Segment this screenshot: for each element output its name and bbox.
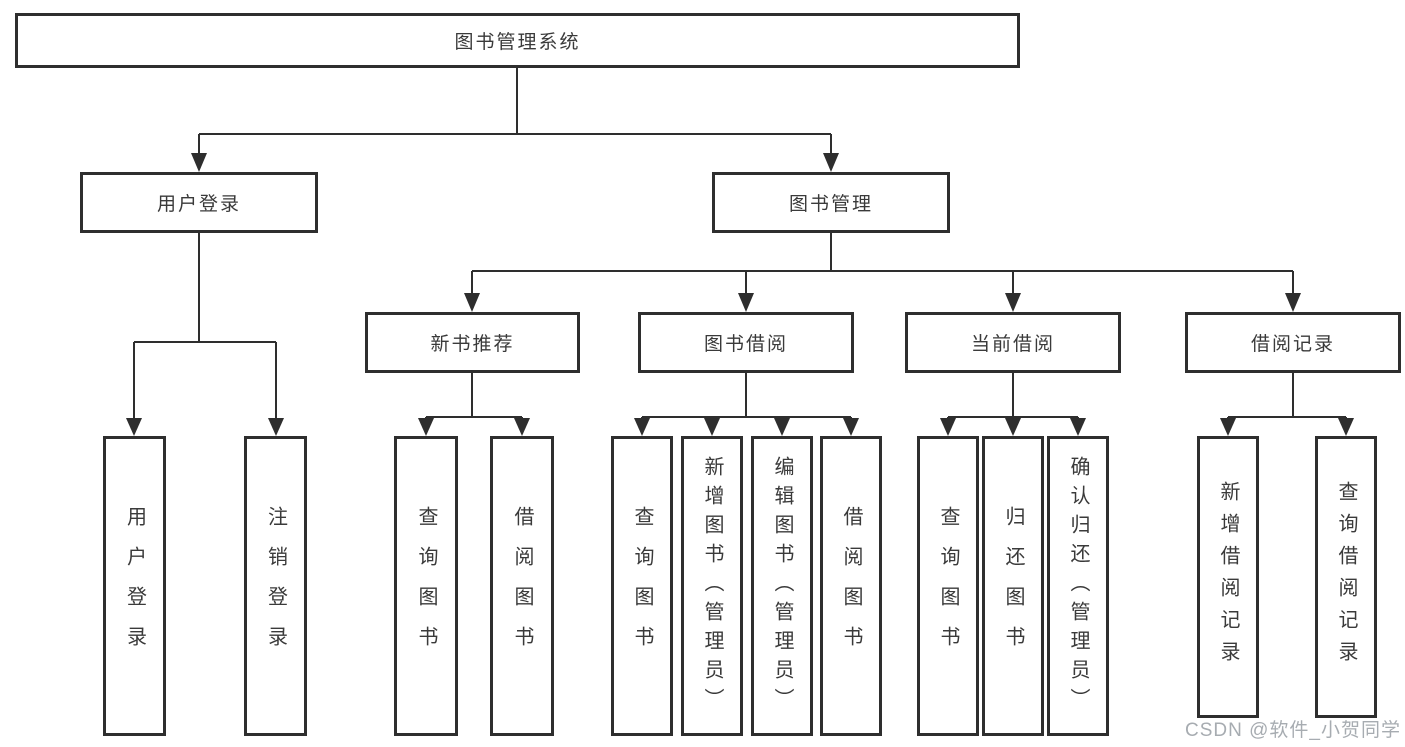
node-new-book-rec: 新书推荐 xyxy=(365,312,580,373)
leaf-record-add: 新增借阅记录 xyxy=(1197,436,1259,718)
connector-user-login xyxy=(126,233,284,436)
connector-root xyxy=(191,68,839,172)
node-current-borrowing: 当前借阅 xyxy=(905,312,1121,373)
leaf-newbook-borrow-label: 借阅图书 xyxy=(511,506,533,666)
leaf-borrowing-borrow: 借阅图书 xyxy=(820,436,882,736)
connector-book-mgmt xyxy=(464,233,1301,312)
leaf-record-query: 查询借阅记录 xyxy=(1315,436,1377,718)
connector-book-borrowing xyxy=(634,373,859,436)
leaf-borrowing-edit: 编辑图书（管理员） xyxy=(751,436,813,736)
leaf-newbook-borrow: 借阅图书 xyxy=(490,436,554,736)
node-book-borrowing: 图书借阅 xyxy=(638,312,854,373)
csdn-watermark: CSDN @软件_小贺同学 xyxy=(1185,720,1401,741)
leaf-borrowing-add: 新增图书（管理员） xyxy=(681,436,743,736)
leaf-record-query-label: 查询借阅记录 xyxy=(1335,481,1357,673)
connector-borrowing-records xyxy=(1220,373,1354,436)
leaf-borrowing-query-label: 查询图书 xyxy=(631,506,653,666)
leaf-current-confirm: 确认归还（管理员） xyxy=(1047,436,1109,736)
leaf-borrowing-add-label: 新增图书（管理员） xyxy=(701,455,723,717)
connector-new-book-rec xyxy=(418,373,530,436)
leaf-current-confirm-label: 确认归还（管理员） xyxy=(1067,455,1089,717)
leaf-borrowing-edit-label: 编辑图书（管理员） xyxy=(771,455,793,717)
leaf-logout-label: 注销登录 xyxy=(264,506,287,666)
leaf-current-return-label: 归还图书 xyxy=(1002,506,1024,666)
node-user-login-label: 用户登录 xyxy=(156,194,241,215)
node-borrowing-records: 借阅记录 xyxy=(1185,312,1401,373)
leaf-current-query-label: 查询图书 xyxy=(937,506,959,666)
node-system-label: 图书管理系统 xyxy=(454,32,581,53)
leaf-current-return: 归还图书 xyxy=(982,436,1044,736)
leaf-user-login-label: 用户登录 xyxy=(123,506,146,666)
node-system: 图书管理系统 xyxy=(15,13,1020,68)
node-book-mgmt-label: 图书管理 xyxy=(788,194,873,215)
node-current-borrowing-label: 当前借阅 xyxy=(970,334,1055,355)
node-user-login: 用户登录 xyxy=(80,172,318,233)
leaf-logout: 注销登录 xyxy=(244,436,307,736)
node-new-book-rec-label: 新书推荐 xyxy=(430,334,515,355)
leaf-user-login: 用户登录 xyxy=(103,436,166,736)
node-book-borrowing-label: 图书借阅 xyxy=(703,334,788,355)
node-book-mgmt: 图书管理 xyxy=(712,172,950,233)
connector-current-borrowing xyxy=(940,373,1086,436)
leaf-borrowing-query: 查询图书 xyxy=(611,436,673,736)
leaf-current-query: 查询图书 xyxy=(917,436,979,736)
node-borrowing-records-label: 借阅记录 xyxy=(1250,334,1335,355)
leaf-borrowing-borrow-label: 借阅图书 xyxy=(840,506,862,666)
leaf-record-add-label: 新增借阅记录 xyxy=(1217,481,1239,673)
leaf-newbook-query-label: 查询图书 xyxy=(415,506,437,666)
leaf-newbook-query: 查询图书 xyxy=(394,436,458,736)
